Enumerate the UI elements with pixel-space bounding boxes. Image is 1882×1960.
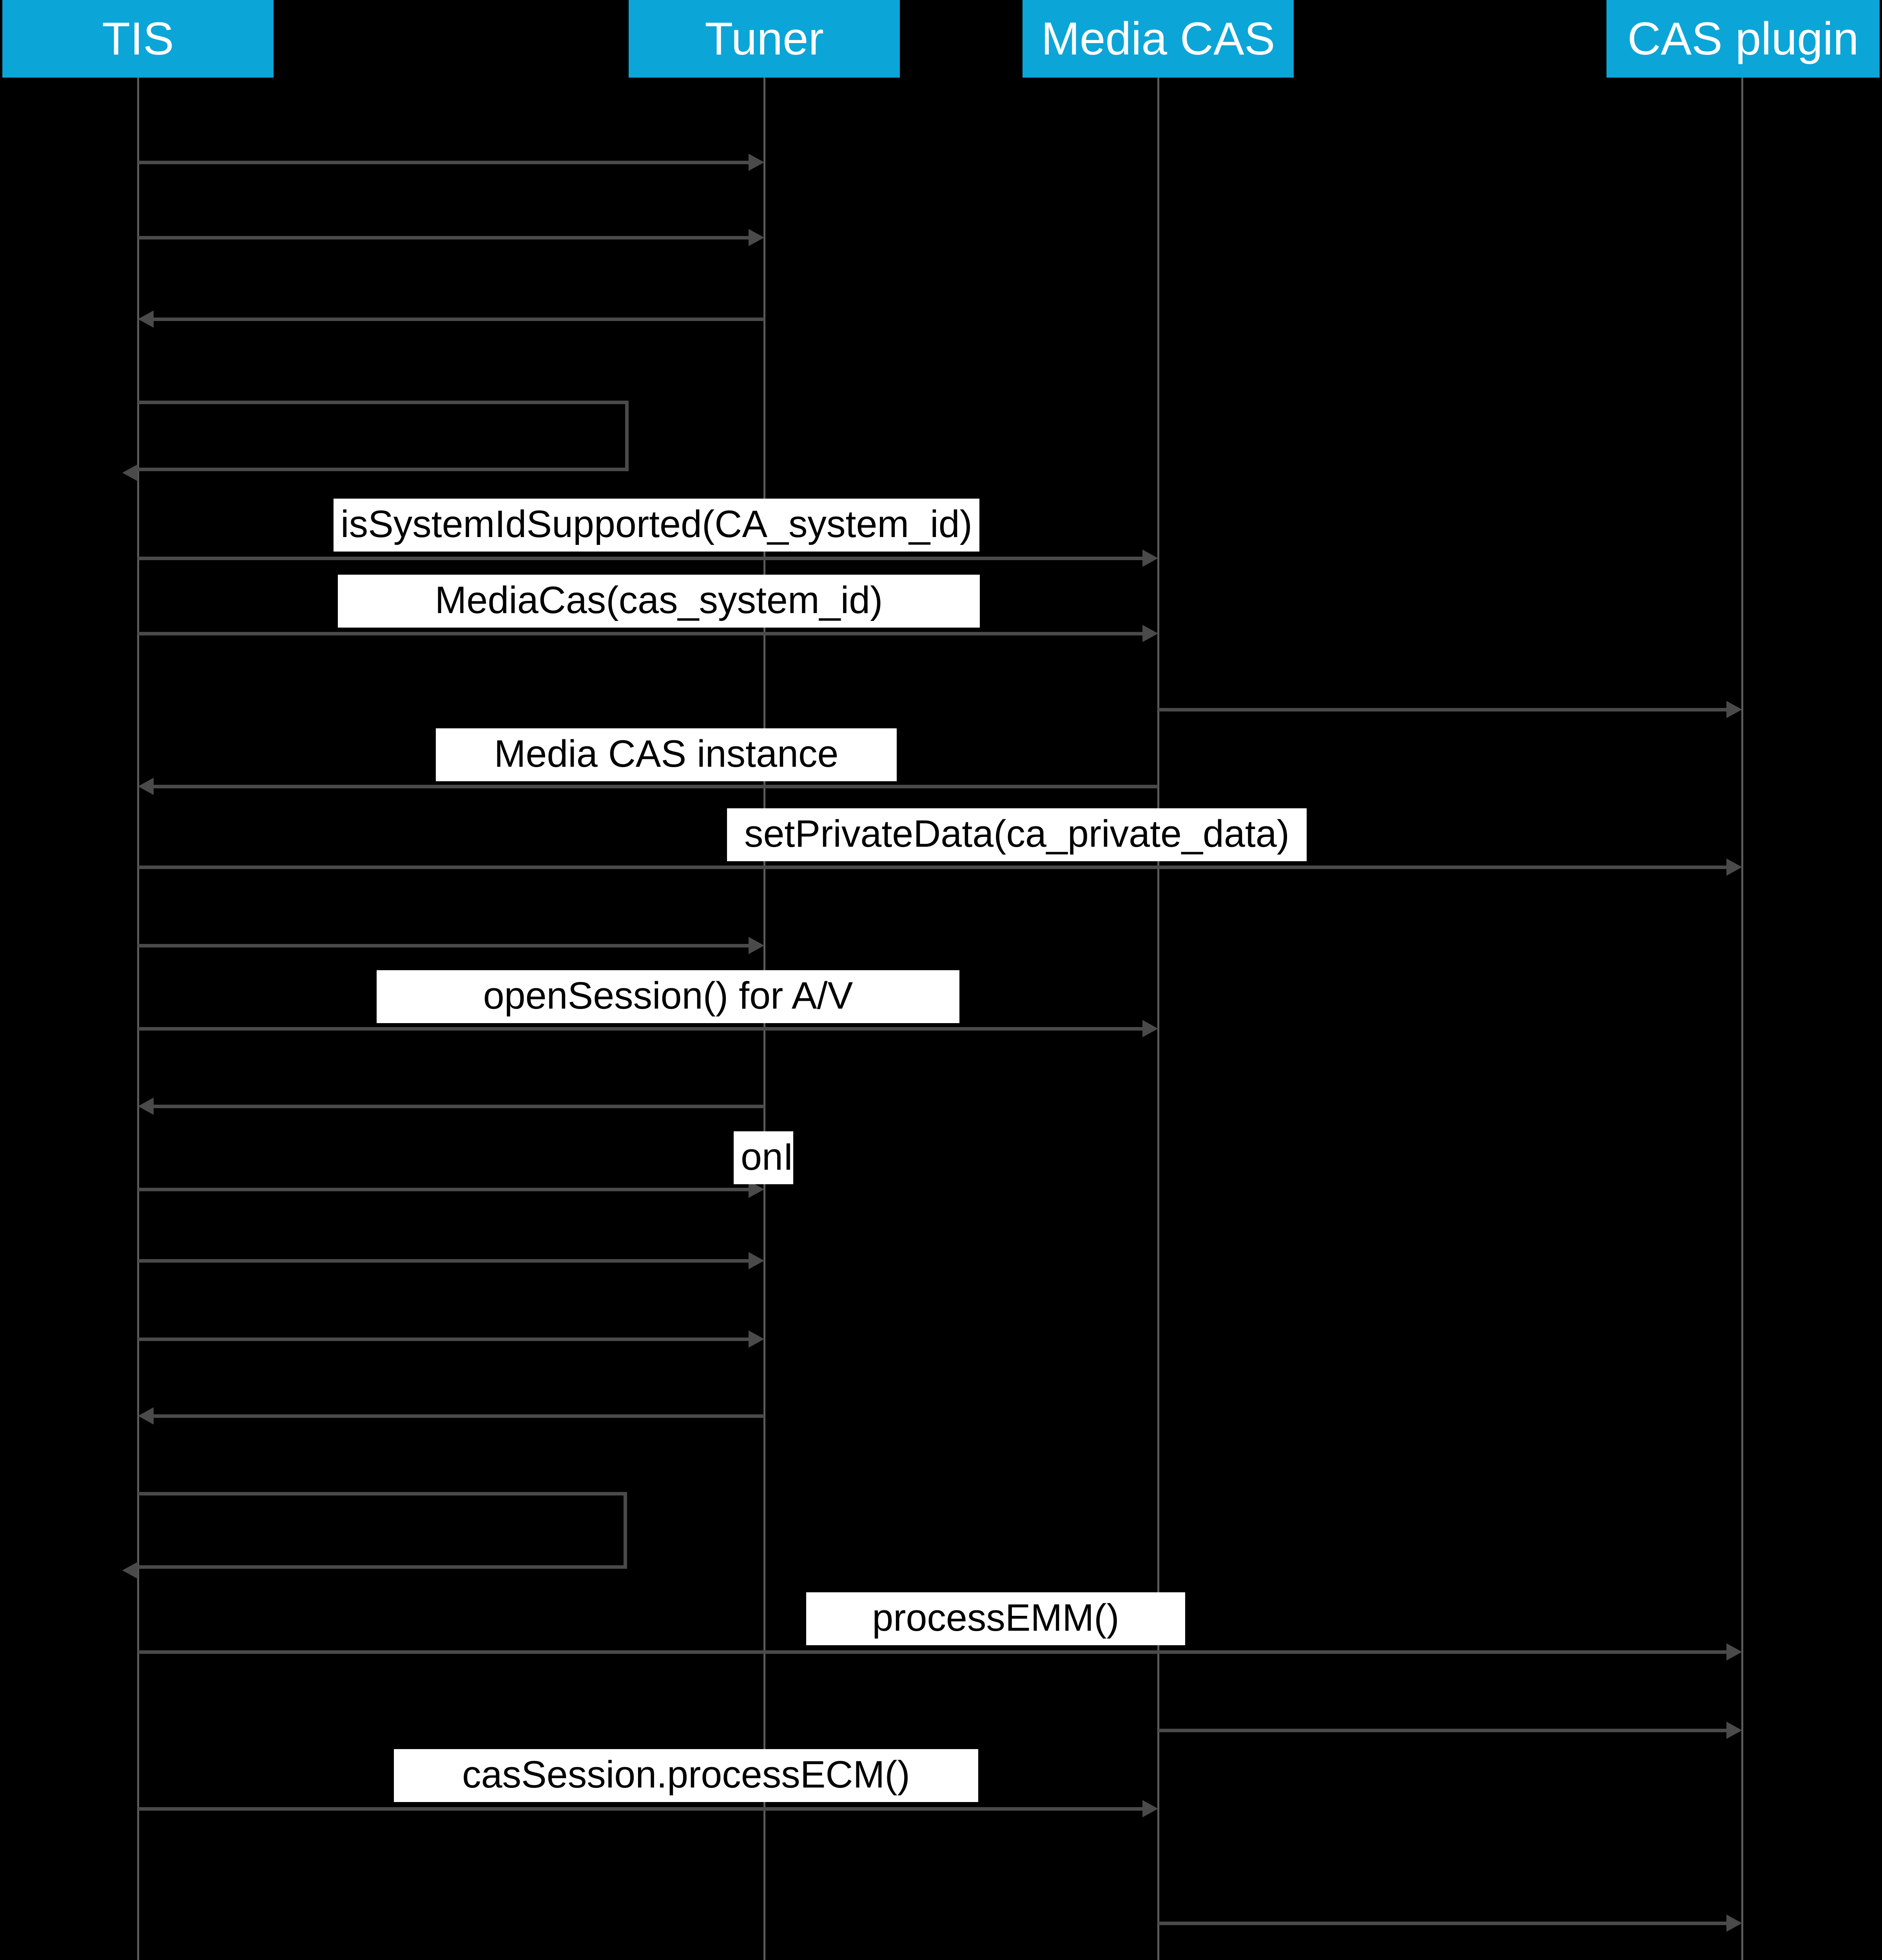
arrowhead-right-icon bbox=[1726, 1915, 1742, 1932]
message-line bbox=[138, 1650, 1726, 1654]
arrowhead-right-icon bbox=[1142, 550, 1158, 567]
arrowhead-right-icon bbox=[749, 1252, 764, 1269]
arrowhead-right-icon bbox=[1726, 701, 1742, 718]
arrowhead-left-icon bbox=[122, 1562, 138, 1579]
message-line bbox=[138, 161, 749, 164]
message-line bbox=[1158, 1922, 1726, 1925]
lifeline-tis bbox=[137, 78, 139, 1960]
message-line bbox=[138, 1338, 749, 1341]
message-line bbox=[154, 1105, 764, 1108]
arrowhead-right-icon bbox=[1142, 625, 1158, 642]
arrowhead-left-icon bbox=[122, 464, 138, 481]
message-line bbox=[154, 318, 764, 321]
message-label: MediaCas(cas_system_id) bbox=[338, 575, 980, 628]
self-message-loop bbox=[138, 1492, 627, 1569]
participant-header-label: TIS bbox=[102, 13, 174, 65]
participant-header-label: CAS plugin bbox=[1627, 13, 1859, 65]
arrowhead-right-icon bbox=[1726, 1722, 1742, 1739]
participant-header-label: Tuner bbox=[705, 13, 824, 65]
arrowhead-right-icon bbox=[749, 937, 764, 954]
message-label: openSession() for A/V bbox=[377, 970, 959, 1023]
arrowhead-right-icon bbox=[749, 1330, 764, 1348]
arrowhead-left-icon bbox=[138, 1098, 154, 1115]
message-label: setPrivateData(ca_private_data) bbox=[727, 808, 1307, 861]
arrowhead-right-icon bbox=[1142, 1020, 1158, 1037]
message-label: casSession.processECM() bbox=[394, 1749, 978, 1802]
arrowhead-left-icon bbox=[138, 778, 154, 795]
participant-header-cas[interactable]: Media CAS bbox=[1023, 0, 1294, 78]
lifeline-plugin bbox=[1741, 78, 1743, 1960]
arrowhead-right-icon bbox=[1726, 858, 1742, 876]
message-label: isSystemIdSupported(CA_system_id) bbox=[334, 499, 979, 552]
message-line bbox=[1158, 1729, 1726, 1732]
arrowhead-right-icon bbox=[749, 229, 764, 246]
message-line bbox=[138, 866, 1726, 869]
message-line bbox=[138, 1027, 1142, 1031]
message-line bbox=[138, 557, 1142, 560]
message-line bbox=[138, 944, 749, 947]
message-label: Media CAS instance bbox=[436, 728, 897, 781]
self-message-loop bbox=[138, 401, 629, 471]
arrowhead-right-icon bbox=[749, 154, 764, 171]
message-line bbox=[154, 1414, 764, 1418]
message-label: onId bbox=[734, 1131, 793, 1184]
message-line bbox=[138, 1259, 749, 1263]
arrowhead-left-icon bbox=[138, 1407, 154, 1425]
lifeline-cas bbox=[1157, 78, 1159, 1960]
participant-header-plugin[interactable]: CAS plugin bbox=[1606, 0, 1880, 78]
message-line bbox=[138, 236, 749, 240]
message-line bbox=[1158, 708, 1726, 711]
message-line bbox=[154, 785, 1158, 788]
message-line bbox=[138, 632, 1142, 635]
participant-header-tuner[interactable]: Tuner bbox=[629, 0, 900, 78]
participant-header-label: Media CAS bbox=[1041, 13, 1275, 65]
message-label: processEMM() bbox=[806, 1592, 1185, 1645]
arrowhead-right-icon bbox=[1726, 1643, 1742, 1661]
arrowhead-right-icon bbox=[1142, 1800, 1158, 1817]
participant-header-tis[interactable]: TIS bbox=[2, 0, 274, 78]
arrowhead-left-icon bbox=[138, 310, 154, 328]
message-line bbox=[138, 1807, 1142, 1811]
message-line bbox=[138, 1188, 749, 1191]
